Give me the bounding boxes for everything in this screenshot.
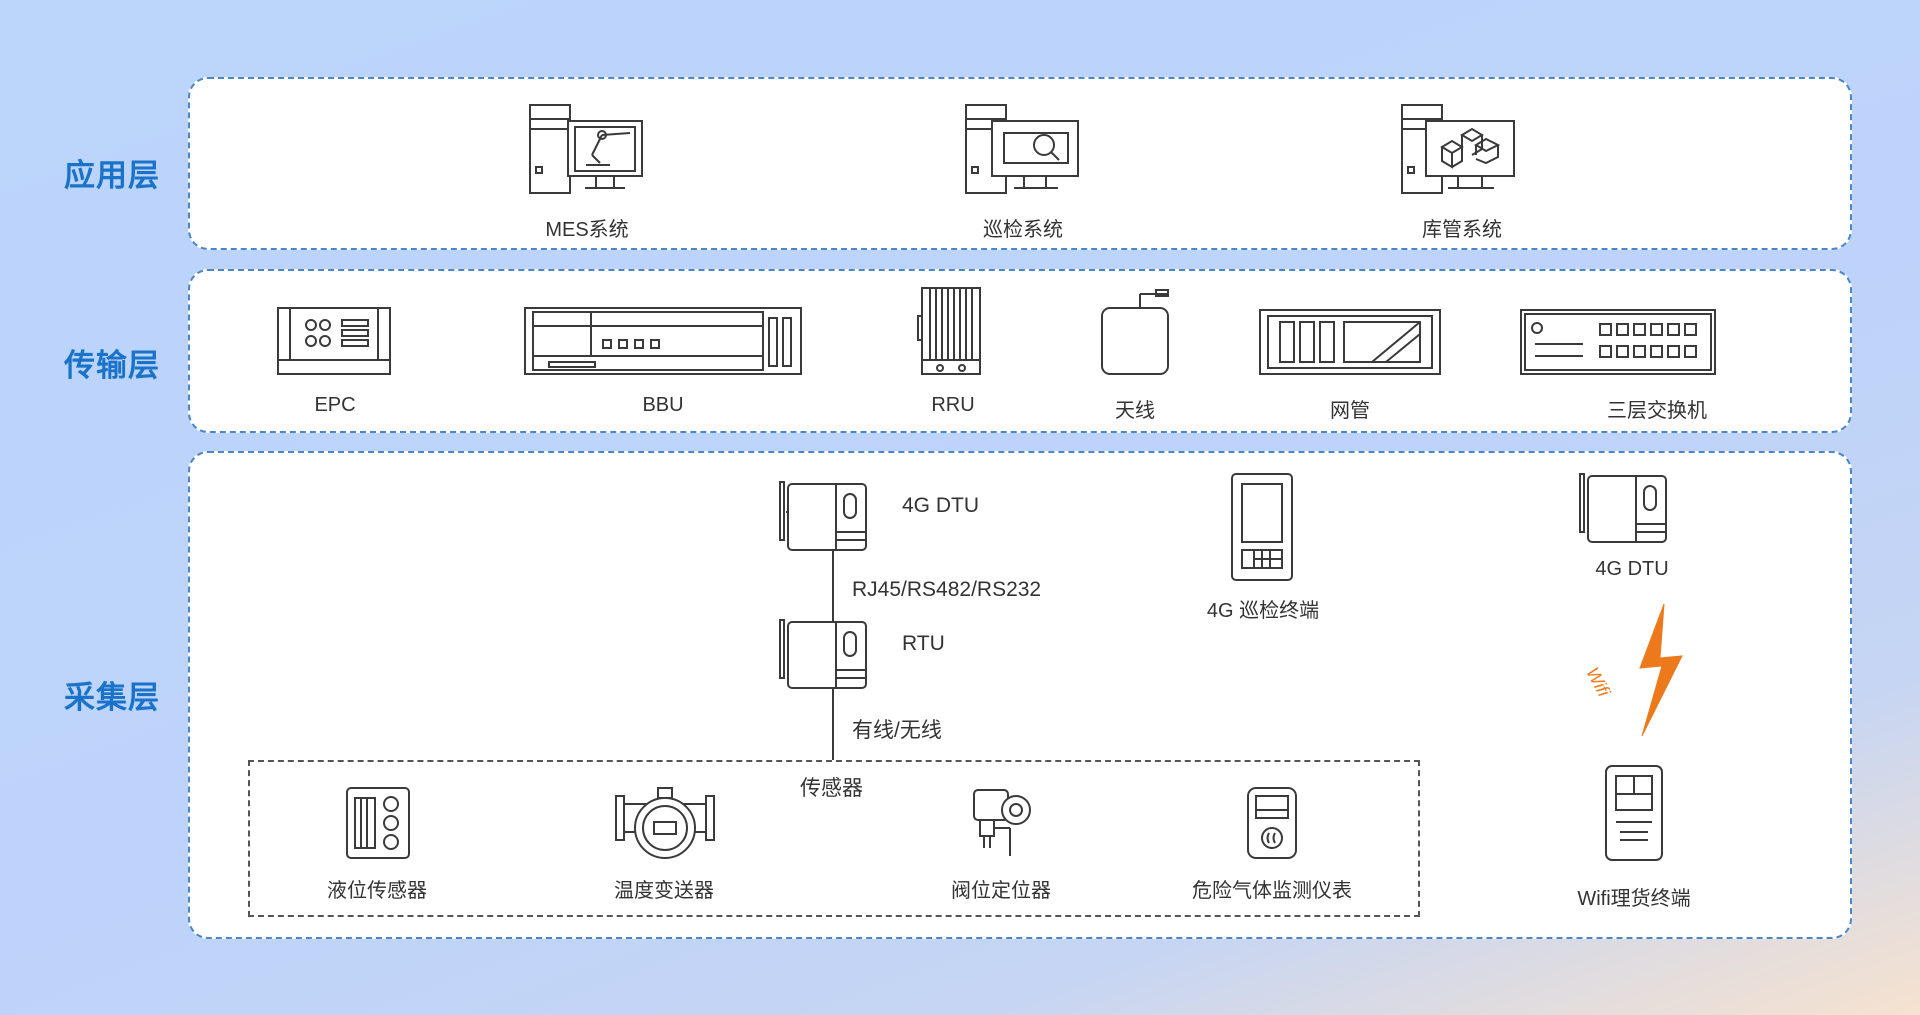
layer-label-transport: 传输层 xyxy=(64,348,160,383)
device-label-network-manager: 网管 xyxy=(1330,400,1370,422)
layer-label-application: 应用层 xyxy=(64,158,160,193)
valve-positioner-icon xyxy=(973,789,1031,856)
rru-device-icon xyxy=(917,287,981,375)
device-label-bbu: BBU xyxy=(642,394,684,416)
dtu-main-label: 4G DTU xyxy=(902,494,980,517)
inspection-system-icon xyxy=(965,104,1079,194)
warehouse-system-icon xyxy=(1401,104,1515,194)
inspection-terminal-label: 4G 巡检终端 xyxy=(1206,600,1320,622)
sensor-group-box xyxy=(248,760,1420,917)
dtu-right-icon xyxy=(1579,473,1667,543)
rtu-label: RTU xyxy=(902,632,945,655)
sensor-label-gas-meter: 危险气体监测仪表 xyxy=(1192,880,1352,902)
device-label-mes: MES系统 xyxy=(545,219,629,241)
link-label-serial: RJ45/RS482/RS232 xyxy=(852,578,1042,601)
device-label-antenna: 天线 xyxy=(1115,400,1155,422)
inspection-terminal-icon xyxy=(1231,473,1293,581)
link-label-wired-wireless: 有线/无线 xyxy=(852,719,942,742)
sensor-label-level: 液位传感器 xyxy=(327,880,427,902)
layer-label-collection: 采集层 xyxy=(64,680,160,715)
antenna-device-icon xyxy=(1101,289,1169,375)
l3-switch-icon xyxy=(1520,309,1716,375)
wifi-terminal-label: Wifi理货终端 xyxy=(1577,888,1691,910)
sensor-group-label: 传感器 xyxy=(800,777,863,800)
device-label-rru: RRU xyxy=(931,394,975,416)
temperature-transmitter-icon xyxy=(615,787,715,859)
rtu-icon xyxy=(779,619,867,689)
network-manager-icon xyxy=(1259,309,1441,375)
bbu-device-icon xyxy=(524,307,802,375)
transport-layer-panel xyxy=(188,269,1852,433)
device-label-inspection-system: 巡检系统 xyxy=(983,219,1063,241)
collection-layer-panel xyxy=(188,451,1852,939)
wifi-bolt-icon xyxy=(1639,603,1683,737)
device-label-epc: EPC xyxy=(314,394,356,416)
level-sensor-icon xyxy=(346,787,410,859)
sensor-label-temperature: 温度变送器 xyxy=(614,880,714,902)
sensor-label-valve: 阀位定位器 xyxy=(951,880,1051,902)
wifi-terminal-icon xyxy=(1605,765,1663,861)
dtu-right-label: 4G DTU xyxy=(1595,558,1669,580)
gas-meter-icon xyxy=(1247,787,1297,859)
device-label-l3-switch: 三层交换机 xyxy=(1607,400,1707,422)
dtu-main-icon xyxy=(779,481,867,551)
device-label-warehouse-system: 库管系统 xyxy=(1422,219,1502,241)
epc-device-icon xyxy=(277,307,391,375)
mes-workstation-icon xyxy=(529,104,643,194)
